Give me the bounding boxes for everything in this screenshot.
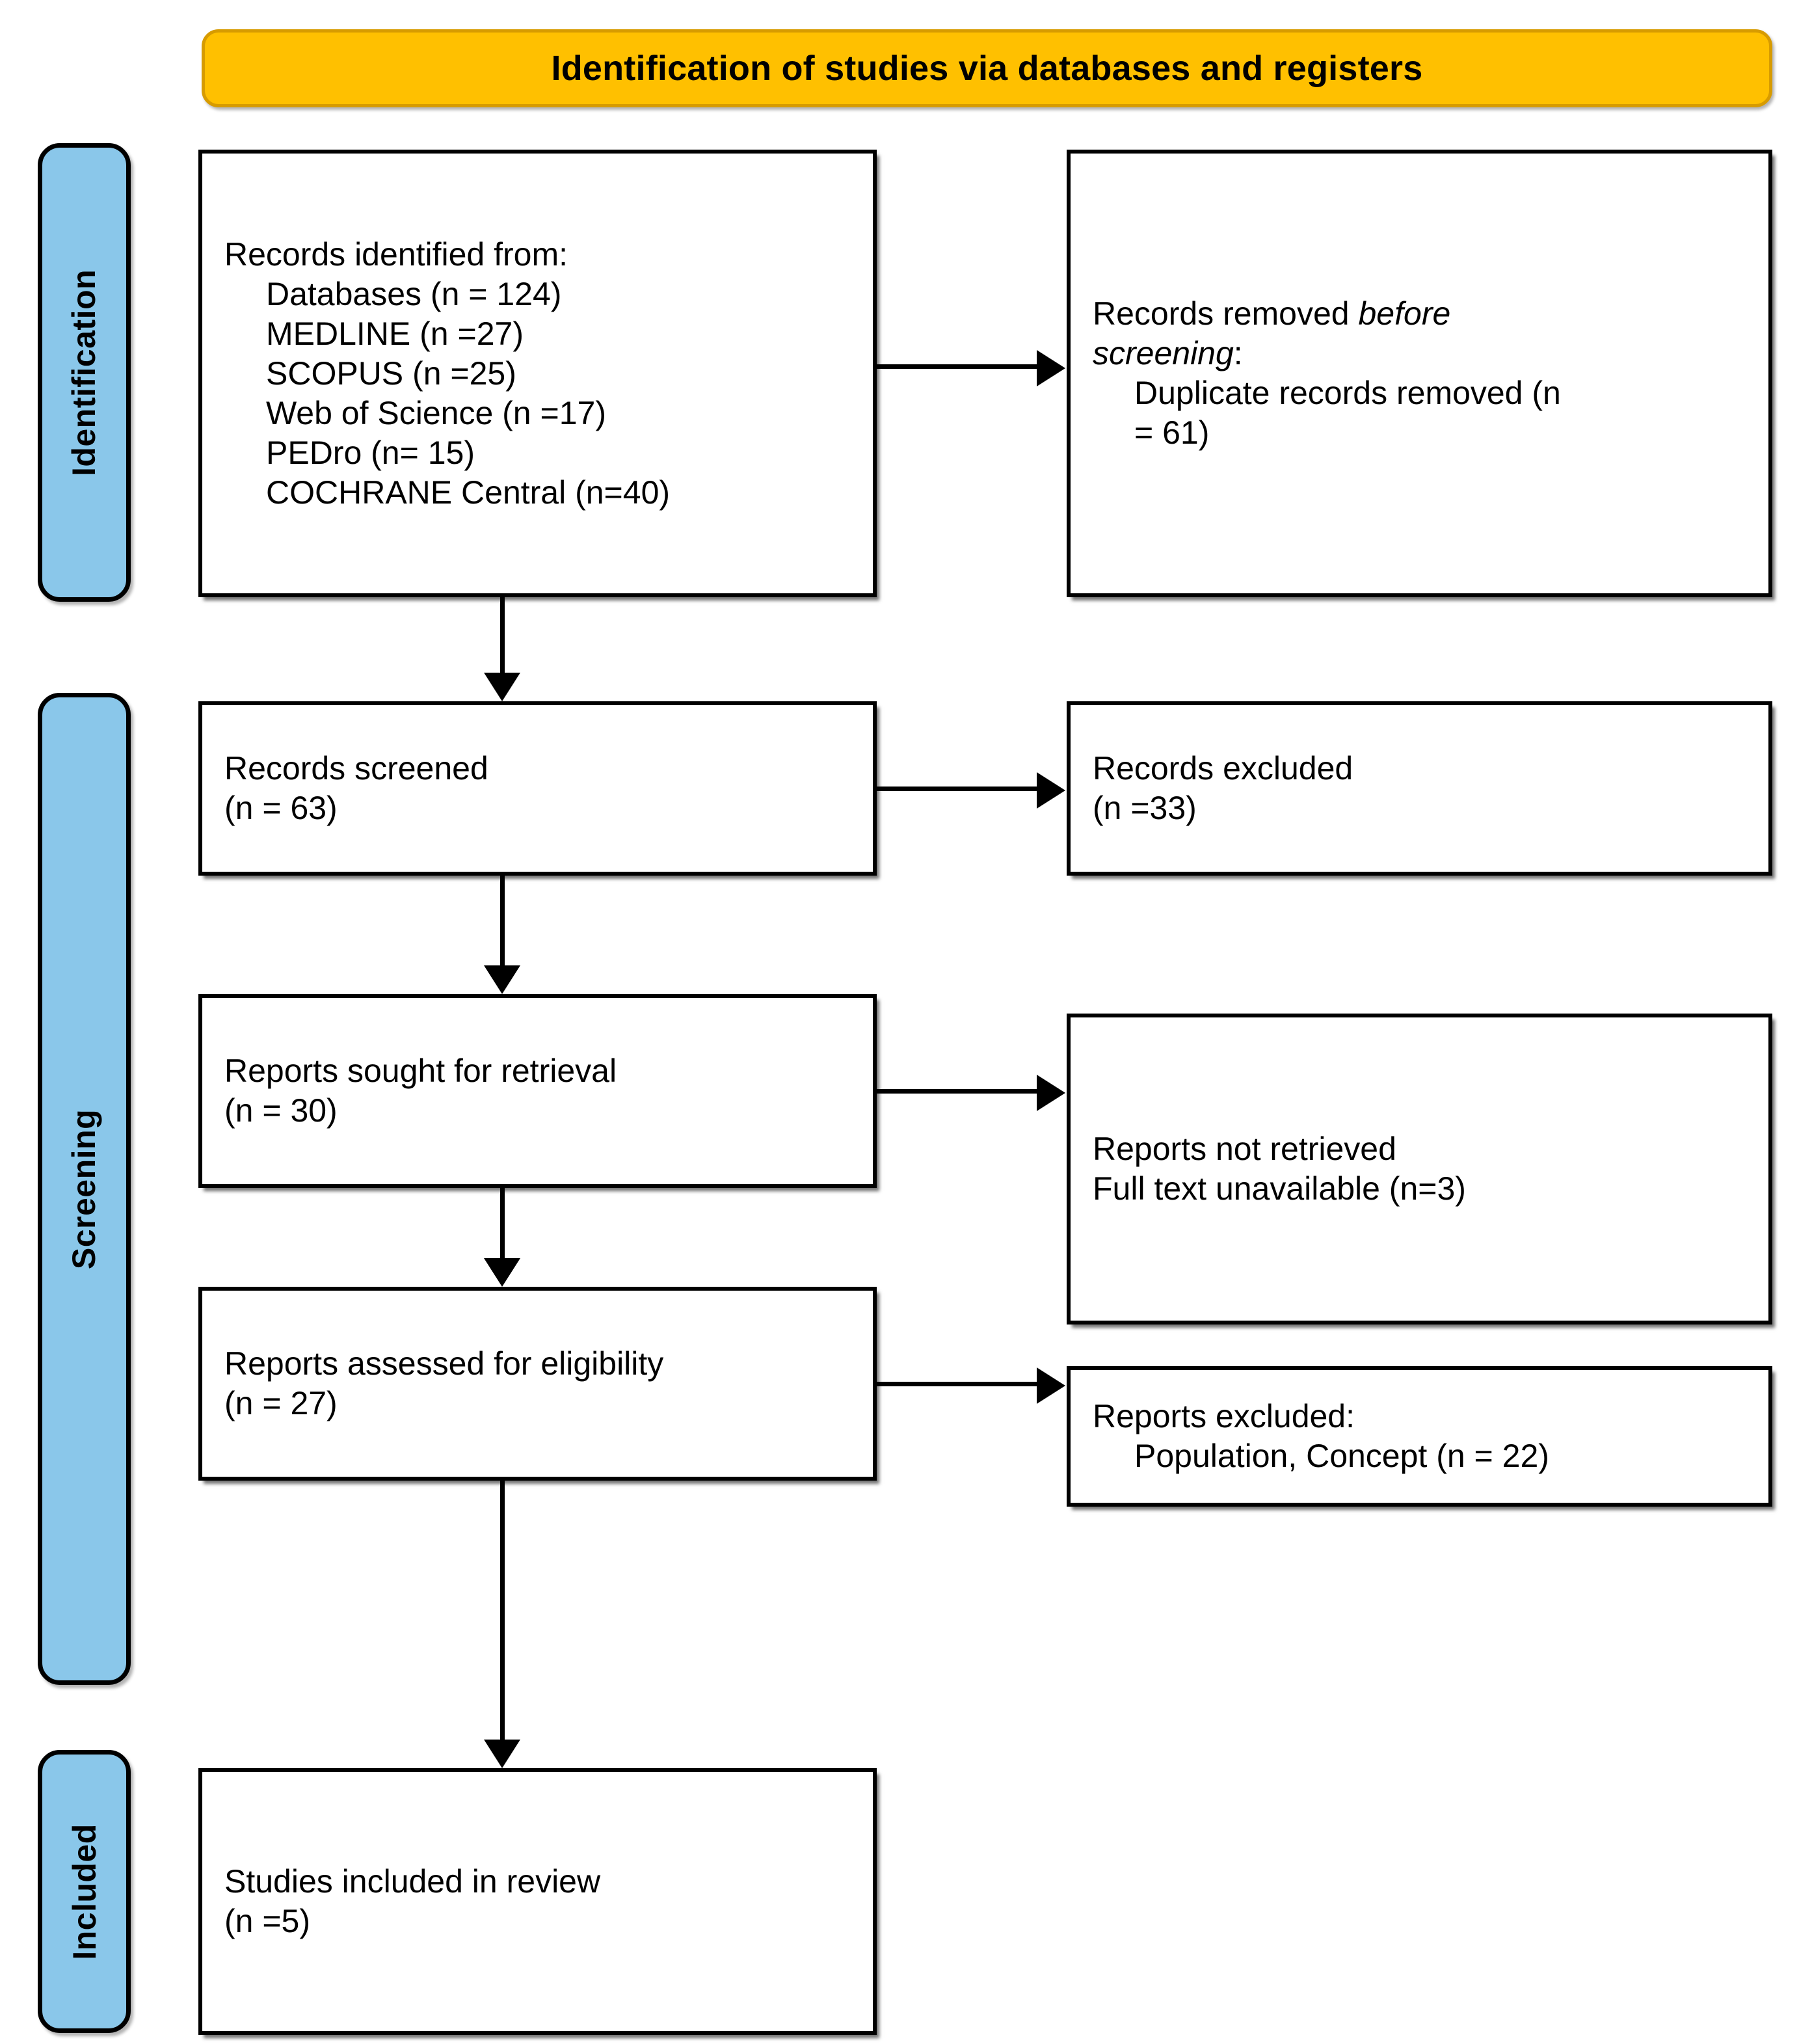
records-removed-line1: Records removed before bbox=[1093, 295, 1451, 332]
arrow-identified-to-removed-head-icon bbox=[1037, 350, 1065, 386]
box-records-screened: Records screened (n = 63) bbox=[198, 701, 877, 876]
arrow-assessed-to-included-line bbox=[500, 1481, 505, 1741]
reports-assessed-label: Reports assessed for eligibility bbox=[224, 1345, 664, 1382]
box-records-removed: Records removed before screening: Duplic… bbox=[1067, 150, 1772, 597]
stage-tab-included: Included bbox=[38, 1750, 131, 2033]
box-reports-assessed: Reports assessed for eligibility (n = 27… bbox=[198, 1287, 877, 1481]
reports-not-retrieved-fulltext: Full text unavailable (n=3) bbox=[1093, 1170, 1466, 1207]
box-records-excluded: Records excluded (n =33) bbox=[1067, 701, 1772, 876]
records-identified-pedro: PEDro (n= 15) bbox=[266, 434, 475, 471]
records-removed-duplicates: Duplicate records removed (n bbox=[1134, 375, 1561, 411]
box-reports-not-retrieved: Reports not retrieved Full text unavaila… bbox=[1067, 1014, 1772, 1325]
reports-excluded-reasons: Population, Concept (n = 22) bbox=[1134, 1438, 1549, 1474]
records-identified-web-of-science: Web of Science (n =17) bbox=[266, 394, 606, 431]
reports-excluded-label: Reports excluded: bbox=[1093, 1398, 1355, 1434]
box-reports-sought: Reports sought for retrieval (n = 30) bbox=[198, 994, 877, 1188]
reports-sought-count: (n = 30) bbox=[224, 1092, 338, 1129]
arrow-identified-to-screened-line bbox=[500, 597, 505, 674]
records-removed-line2: screening: bbox=[1093, 335, 1243, 371]
arrow-screened-to-sought-head-icon bbox=[484, 965, 520, 994]
arrow-assessed-to-included-head-icon bbox=[484, 1740, 520, 1768]
arrow-screened-to-excluded-line bbox=[877, 787, 1038, 791]
records-excluded-count: (n =33) bbox=[1093, 790, 1197, 826]
arrow-identified-to-removed-line bbox=[877, 364, 1038, 369]
arrow-identified-to-screened-head-icon bbox=[484, 673, 520, 701]
records-screened-count: (n = 63) bbox=[224, 790, 338, 826]
stage-tab-identification: Identification bbox=[38, 143, 131, 602]
arrow-sought-to-assessed-line bbox=[500, 1188, 505, 1258]
records-identified-scopus: SCOPUS (n =25) bbox=[266, 355, 516, 392]
stage-tab-included-label: Included bbox=[66, 1823, 103, 1960]
arrow-sought-to-not-retrieved-head-icon bbox=[1037, 1075, 1065, 1111]
box-studies-included: Studies included in review (n =5) bbox=[198, 1768, 877, 2035]
stage-tab-screening-label: Screening bbox=[66, 1109, 103, 1269]
reports-sought-label: Reports sought for retrieval bbox=[224, 1053, 617, 1089]
arrow-assessed-to-reports-excluded-line bbox=[877, 1382, 1038, 1386]
records-screened-label: Records screened bbox=[224, 750, 488, 787]
studies-included-count: (n =5) bbox=[224, 1903, 311, 1939]
records-identified-medline: MEDLINE (n =27) bbox=[266, 315, 524, 352]
stage-tab-identification-label: Identification bbox=[66, 269, 103, 476]
box-records-identified: Records identified from: Databases (n = … bbox=[198, 150, 877, 597]
arrow-sought-to-assessed-head-icon bbox=[484, 1258, 520, 1287]
records-identified-cochrane: COCHRANE Central (n=40) bbox=[266, 474, 671, 511]
reports-not-retrieved-label: Reports not retrieved bbox=[1093, 1131, 1396, 1167]
banner-title: Identification of studies via databases … bbox=[551, 49, 1423, 88]
arrow-screened-to-excluded-head-icon bbox=[1037, 772, 1065, 809]
stage-tab-screening: Screening bbox=[38, 693, 131, 1685]
reports-assessed-count: (n = 27) bbox=[224, 1385, 338, 1421]
records-excluded-label: Records excluded bbox=[1093, 750, 1353, 787]
box-reports-excluded: Reports excluded: Population, Concept (n… bbox=[1067, 1366, 1772, 1507]
records-removed-duplicates-count: = 61) bbox=[1134, 414, 1210, 451]
studies-included-label: Studies included in review bbox=[224, 1863, 601, 1900]
records-identified-databases: Databases (n = 124) bbox=[266, 275, 562, 312]
arrow-screened-to-sought-line bbox=[500, 876, 505, 965]
arrow-sought-to-not-retrieved-line bbox=[877, 1089, 1038, 1094]
arrow-assessed-to-reports-excluded-head-icon bbox=[1037, 1367, 1065, 1404]
records-identified-heading: Records identified from: bbox=[224, 235, 568, 273]
diagram-banner: Identification of studies via databases … bbox=[202, 29, 1772, 107]
